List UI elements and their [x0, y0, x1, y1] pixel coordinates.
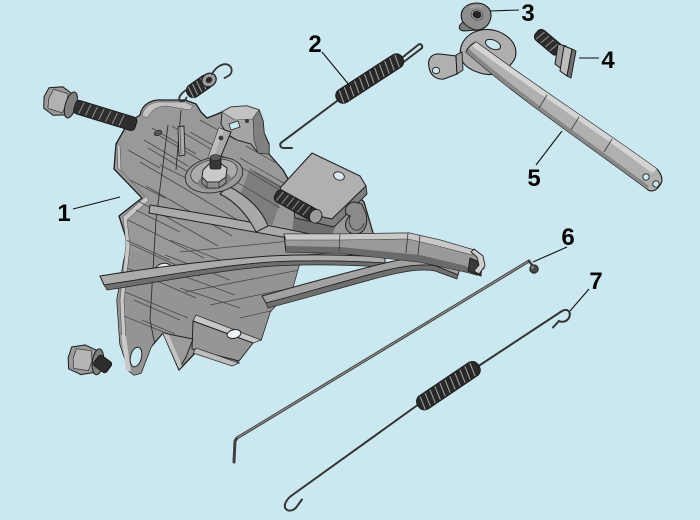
svg-text:2: 2: [308, 31, 321, 58]
svg-text:4: 4: [601, 47, 615, 74]
svg-text:6: 6: [561, 224, 574, 251]
svg-text:7: 7: [589, 268, 602, 295]
svg-text:3: 3: [521, 0, 534, 27]
svg-text:5: 5: [527, 165, 540, 192]
svg-text:1: 1: [57, 200, 70, 227]
